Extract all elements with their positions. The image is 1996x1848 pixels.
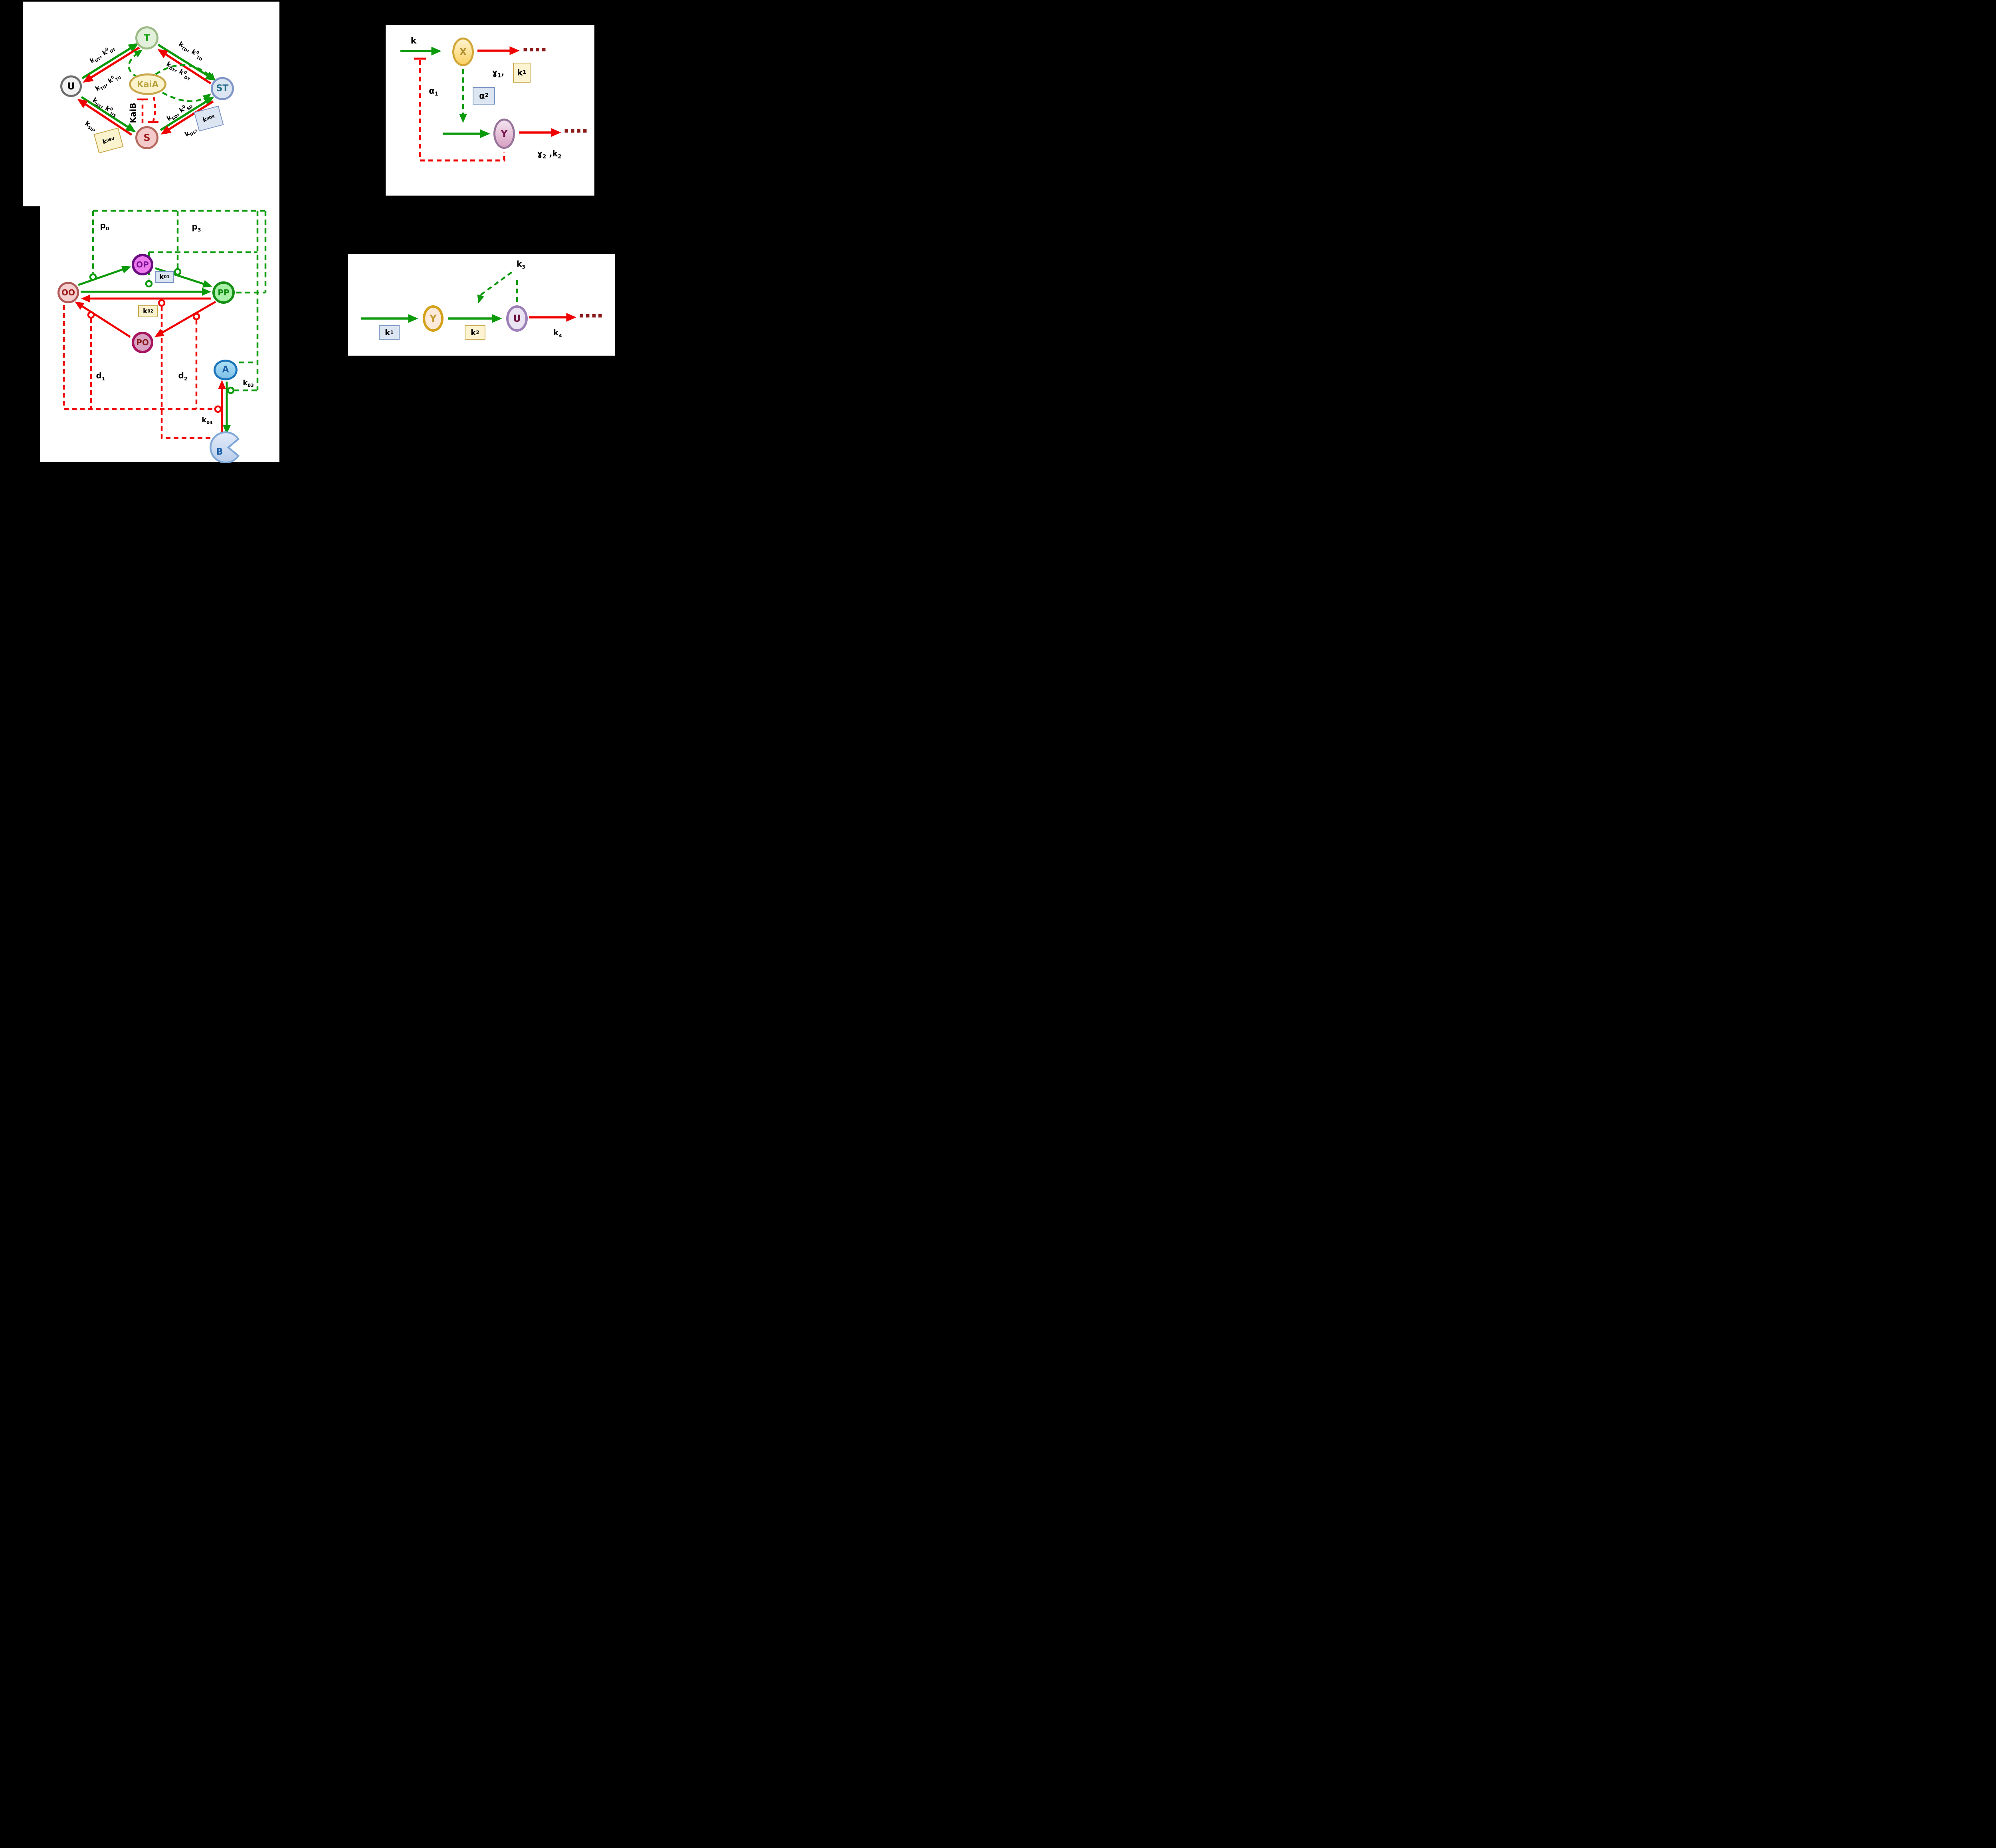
node-po-label: PO: [136, 338, 149, 347]
node-a: A: [214, 360, 238, 380]
node-x-label: X: [459, 46, 467, 57]
node-u-label: U: [67, 81, 75, 92]
node-po: PO: [132, 332, 153, 353]
node-t-label: T: [143, 32, 150, 44]
node-t: T: [135, 26, 158, 49]
node-op: OP: [132, 254, 153, 275]
label-d2: d2: [178, 371, 188, 382]
node-oo: OO: [57, 282, 79, 303]
node-y-linear-label: Y: [430, 313, 437, 324]
label-k04: k04: [202, 416, 213, 425]
label-k03: k03: [243, 379, 254, 388]
node-y: Y: [493, 119, 515, 149]
node-oo-label: OO: [61, 288, 75, 297]
node-kaia: KaiA: [129, 73, 166, 95]
label-k4: k4: [553, 328, 562, 338]
node-x: X: [452, 38, 474, 66]
node-st-label: ST: [216, 83, 229, 93]
label-gamma2-k2: ɣ2 ,k2: [537, 148, 562, 160]
continuation-dots-u: ▪▪▪▪: [579, 311, 604, 320]
node-y-label: Y: [501, 128, 508, 139]
node-b-label: B: [216, 448, 223, 457]
node-u-linear-label: U: [513, 313, 521, 324]
node-a-label: A: [222, 365, 229, 375]
label-d1: d1: [96, 371, 105, 382]
label-gamma1: ɣ1,: [492, 67, 505, 79]
label-k: k: [410, 36, 417, 46]
node-pp: PP: [212, 281, 235, 304]
node-s-label: S: [143, 132, 150, 143]
node-st: ST: [211, 77, 234, 100]
panel-pdh-network: [40, 206, 279, 462]
node-u: U: [60, 75, 82, 97]
panel-linear-pathway: [348, 254, 615, 356]
label-p0: p0: [100, 221, 109, 231]
label-alpha1: α1: [429, 86, 438, 97]
figure-canvas: U T ST S KaiA KaiB kUT, k0UT kTU, k0TU k…: [0, 0, 616, 463]
node-u-linear: U: [506, 305, 528, 332]
kaib-label: KaiB: [128, 103, 138, 123]
panel-xy-motif: [386, 25, 594, 196]
node-s: S: [135, 126, 158, 149]
continuation-dots-y: ▪▪▪▪: [564, 127, 589, 135]
kaib-text: KaiB: [128, 103, 138, 123]
label-k3: k3: [517, 259, 525, 270]
node-y-linear: Y: [423, 305, 444, 332]
node-kaia-label: KaiA: [137, 79, 158, 89]
continuation-dots-x: ▪▪▪▪: [523, 45, 548, 53]
node-op-label: OP: [136, 260, 149, 269]
node-pp-label: PP: [218, 288, 230, 297]
label-p3: p3: [192, 222, 201, 233]
node-b-text: B: [216, 447, 223, 457]
